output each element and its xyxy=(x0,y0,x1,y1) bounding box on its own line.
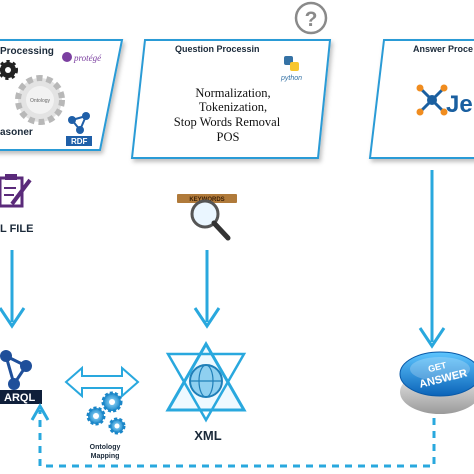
panel-title: Processing xyxy=(0,46,54,57)
jena-logo-icon: Jen xyxy=(416,84,474,118)
arrow-middle-down xyxy=(193,250,221,329)
protege-icon xyxy=(62,52,72,62)
black-gear-icon xyxy=(0,60,18,80)
ontology-processing-panel: Processing protégé Ontology asoner RDF xyxy=(0,39,124,151)
sparql-logo-icon: ARQL xyxy=(0,350,42,404)
panel-title: Answer Proce xyxy=(413,44,473,54)
double-arrow xyxy=(64,365,140,399)
question-processing-panel: Question Processin python Normalization,… xyxy=(130,39,332,159)
help-symbol: ? xyxy=(305,8,318,31)
python-label: python xyxy=(280,75,302,82)
rdf-logo-icon: RDF xyxy=(66,112,92,146)
arrow-left-down xyxy=(0,250,26,329)
ontology-label: Ontology xyxy=(30,98,51,104)
step-pos: POS xyxy=(217,130,240,144)
ontology-mapping-gears-icon xyxy=(86,391,126,435)
get-answer-button[interactable]: GET ANSWER xyxy=(399,351,474,414)
protege-logo: protégé xyxy=(62,52,102,63)
get-answer-label-1: GET xyxy=(427,360,448,374)
protege-label: protégé xyxy=(73,53,102,63)
dashed-feedback-arrow xyxy=(30,402,436,468)
owl-file-label: L FILE xyxy=(0,223,33,235)
xml-label: XML xyxy=(194,428,222,443)
panel-border xyxy=(130,39,332,159)
xml-icon xyxy=(165,340,247,423)
step-stopwords: Stop Words Removal xyxy=(174,115,281,129)
reasoner-label: asoner xyxy=(0,127,33,138)
panel-title: Question Processin xyxy=(175,44,260,54)
jena-label: Jen xyxy=(446,91,474,118)
python-logo: python xyxy=(280,56,302,82)
answer-processing-panel: Answer Proce Jen xyxy=(368,39,474,159)
ontology-gear-icon: Ontology xyxy=(15,75,65,125)
owl-file-icon xyxy=(0,174,32,208)
sparql-label: ARQL xyxy=(4,392,35,404)
keywords-magnifier-icon: KEYWORDS xyxy=(177,194,237,241)
arrow-right-down xyxy=(418,170,446,349)
ontology-mapping-label-1: Ontology xyxy=(90,444,121,451)
help-icon: ? xyxy=(294,1,328,35)
step-tokenization: Tokenization, xyxy=(199,100,267,114)
panel-border xyxy=(368,39,474,159)
rdf-label: RDF xyxy=(71,137,88,146)
ontology-mapping-label-2: Mapping xyxy=(91,453,120,460)
step-normalization: Normalization, xyxy=(195,86,270,100)
